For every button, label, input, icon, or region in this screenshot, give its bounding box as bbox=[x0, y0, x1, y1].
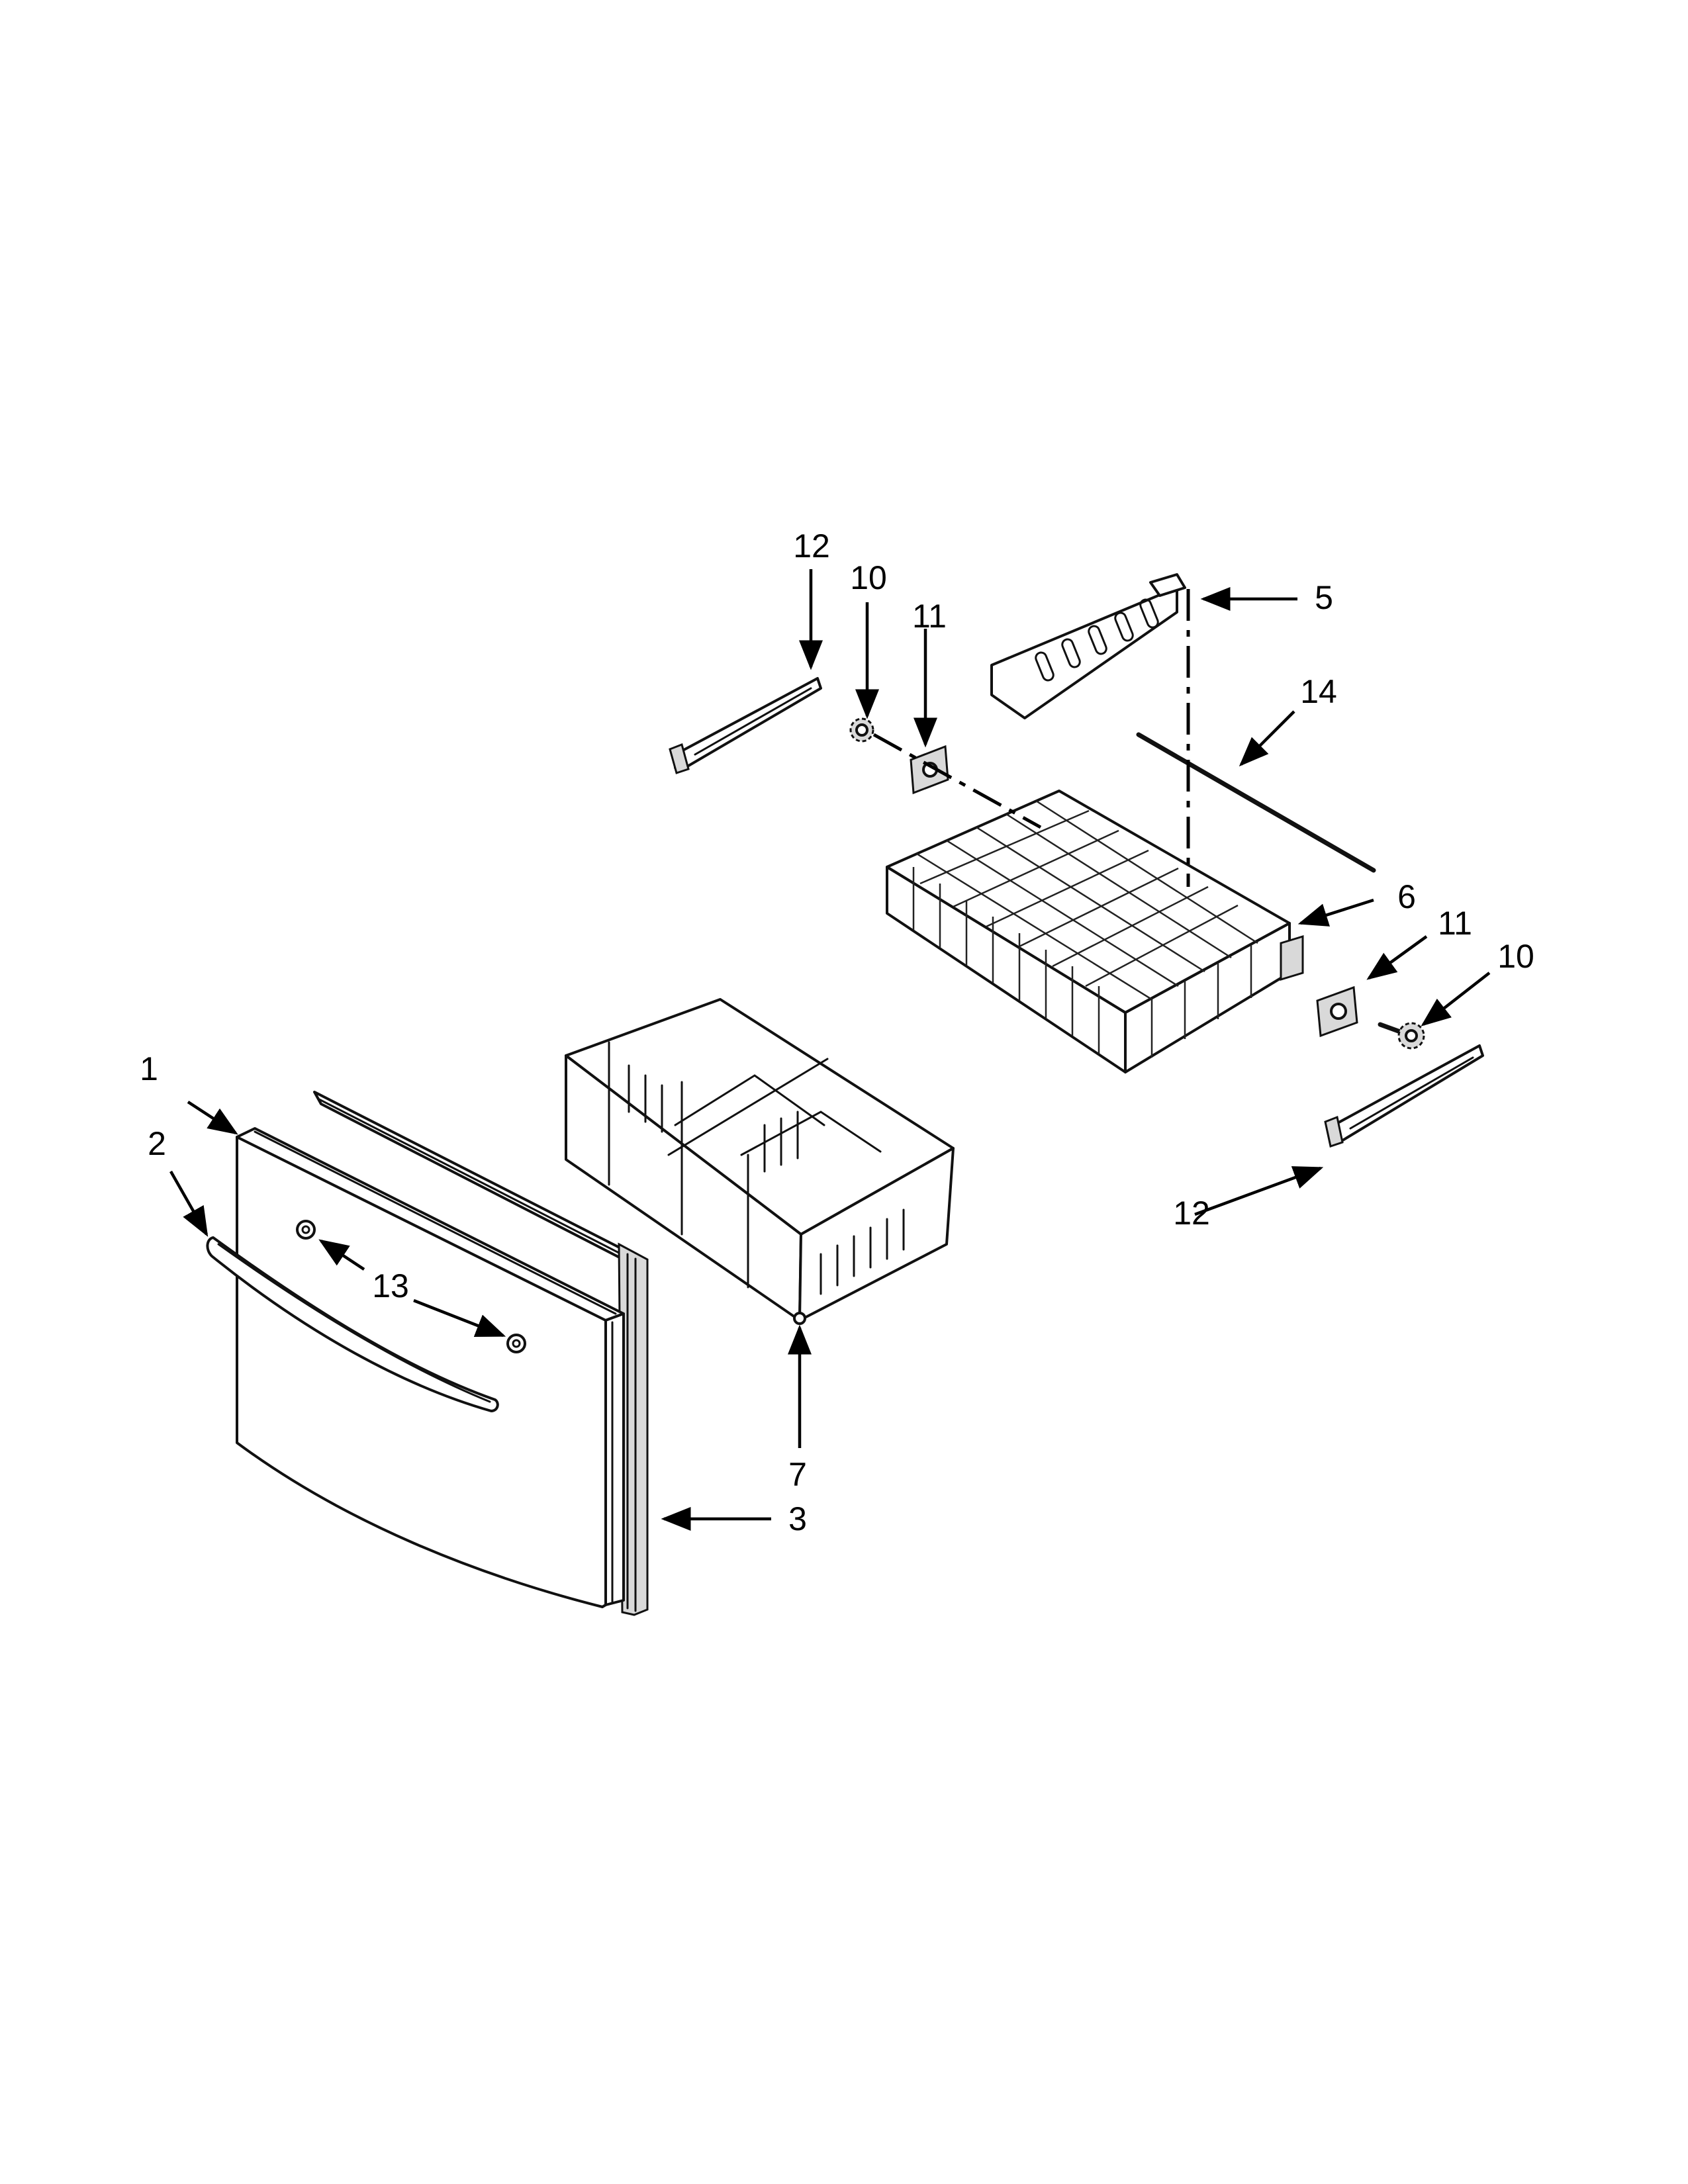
callout-11-upper: 11 bbox=[912, 598, 947, 635]
callout-labels: 1 2 3 5 6 7 10 10 11 11 12 12 13 14 bbox=[140, 527, 1534, 1537]
callout-2: 2 bbox=[148, 1125, 166, 1162]
callout-12-upper: 12 bbox=[793, 527, 830, 565]
drawer-handle bbox=[206, 1236, 499, 1412]
bin-vent-slots bbox=[628, 1064, 905, 1295]
upper-bracket bbox=[910, 745, 949, 795]
callout-11-lower: 11 bbox=[1438, 905, 1472, 942]
lower-gear bbox=[1378, 1022, 1425, 1050]
upper-slide-rail bbox=[669, 677, 822, 774]
lower-slide-rail bbox=[1324, 1044, 1484, 1148]
wire-basket bbox=[886, 790, 1304, 1073]
lower-storage-bin bbox=[565, 998, 955, 1325]
callout-5: 5 bbox=[1315, 579, 1333, 616]
callout-12-lower: 12 bbox=[1173, 1195, 1210, 1232]
door-screws bbox=[296, 1220, 526, 1353]
callout-6: 6 bbox=[1397, 878, 1416, 915]
door-gasket bbox=[313, 1091, 649, 1616]
basket-rod bbox=[1136, 732, 1376, 873]
callout-14: 14 bbox=[1300, 673, 1337, 710]
leader-arrows bbox=[169, 569, 1491, 1531]
callout-13: 13 bbox=[372, 1267, 409, 1304]
callout-10-lower: 10 bbox=[1497, 938, 1534, 975]
callout-7: 7 bbox=[788, 1456, 807, 1493]
divider-slots bbox=[1035, 598, 1159, 682]
lower-bracket bbox=[1316, 985, 1358, 1038]
callout-3: 3 bbox=[788, 1500, 807, 1537]
assembly-lines bbox=[872, 589, 1190, 887]
drawer-front-door bbox=[236, 1127, 625, 1608]
upper-gear bbox=[849, 717, 874, 743]
callout-1: 1 bbox=[140, 1050, 158, 1087]
basket-wire-grid bbox=[912, 799, 1258, 1058]
basket-divider bbox=[990, 573, 1186, 719]
callout-10-upper: 10 bbox=[850, 559, 887, 596]
